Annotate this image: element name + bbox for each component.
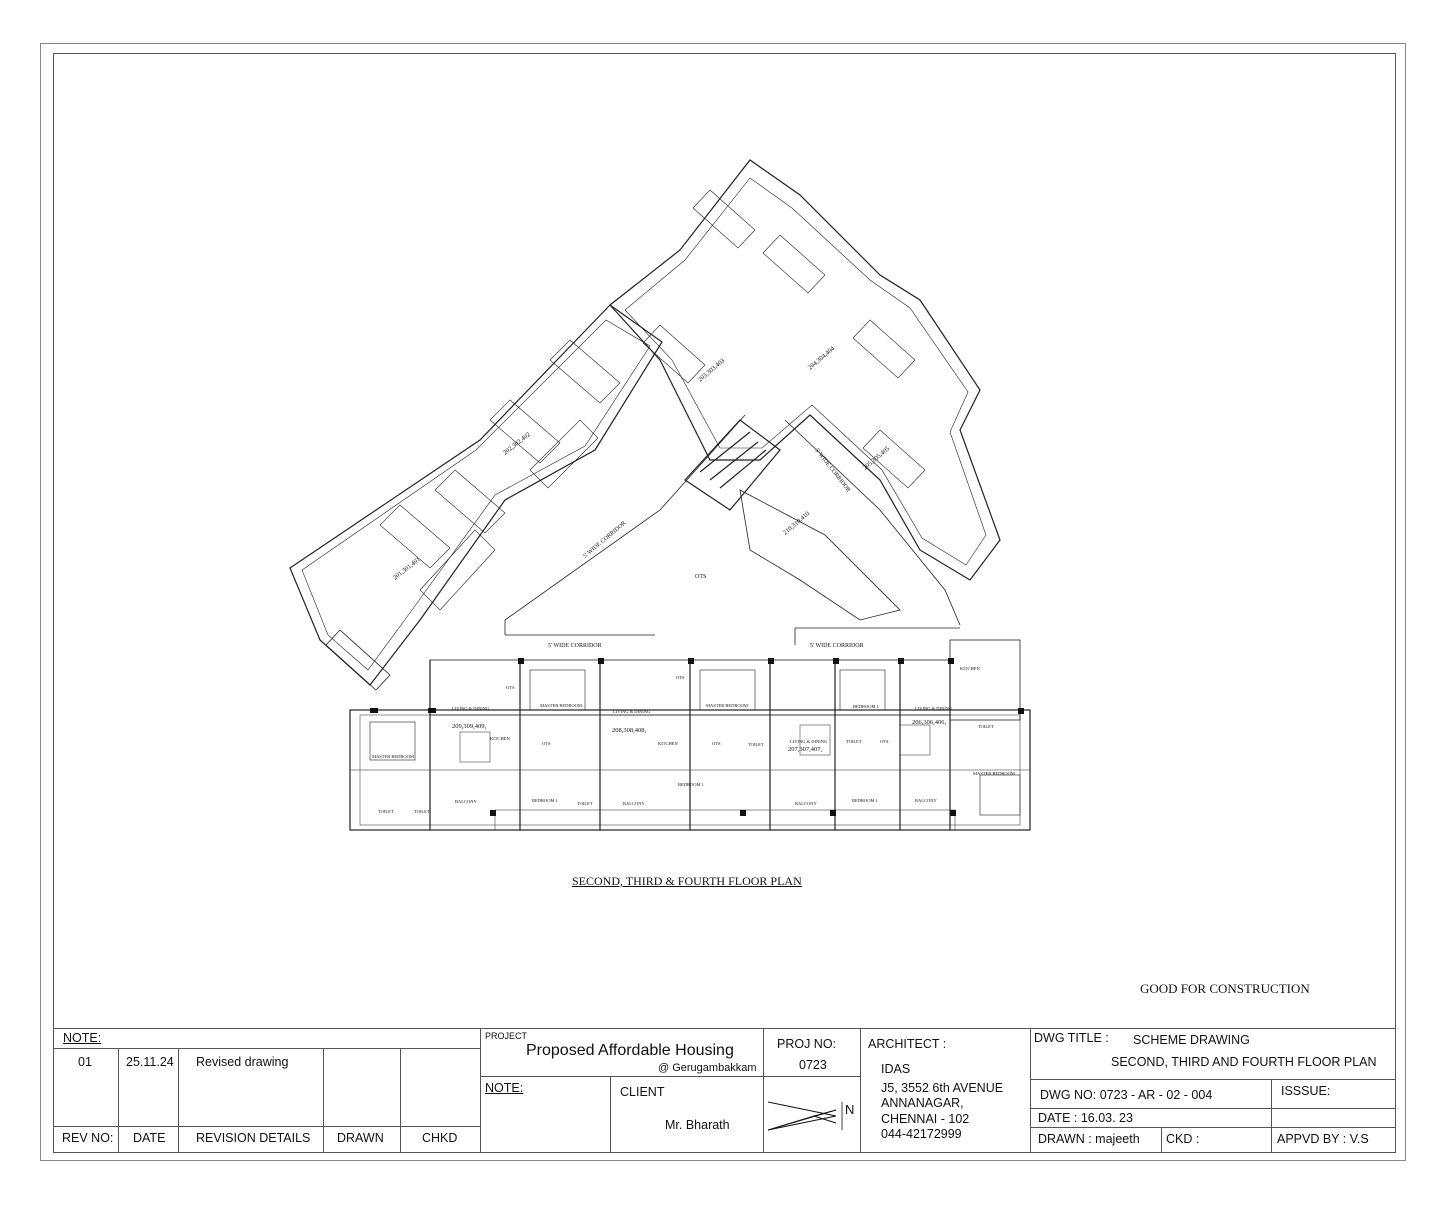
plan-title: SECOND, THIRD & FOURTH FLOOR PLAN (572, 874, 802, 888)
room-label: BALCONY (455, 799, 478, 804)
unit-label: 206,306,406, (912, 719, 947, 726)
room-label: BALCONY (915, 798, 938, 803)
client-label: CLIENT (620, 1085, 665, 1099)
dwg-drawn: DRAWN : majeeth (1038, 1132, 1140, 1146)
room-label: MASTER BEDROOM (540, 703, 582, 708)
room-label: KITCHEN (658, 741, 678, 746)
architect-name: IDAS (881, 1062, 911, 1076)
ots-center-label: OTS (695, 574, 706, 580)
title-block: NOTE: 01 25.11.24 Revised drawing REV NO… (53, 1028, 1396, 1153)
room-label: TOILET (978, 724, 994, 729)
dwg-title-1: SCHEME DRAWING (1133, 1033, 1250, 1047)
issue-label: ISSSUE: (1281, 1084, 1331, 1098)
room-label: OTS (712, 741, 721, 746)
room-label: TOILET (577, 801, 593, 806)
left-wing (289, 304, 663, 691)
project-label: PROJECT (485, 1031, 528, 1041)
unit-label: 207,307,407, (788, 746, 823, 753)
room-label: BEDROOM 1 (532, 798, 558, 803)
note-label: NOTE: (63, 1031, 102, 1045)
room-label: KITCHEN (490, 736, 510, 741)
col-drawn: DRAWN (337, 1131, 384, 1145)
room-label: BEDROOM 1 (678, 782, 704, 787)
ots-courtyard (504, 414, 961, 645)
project-location: @ Gerugambakkam (658, 1062, 757, 1074)
room-label: TOILET (414, 809, 430, 814)
construction-status: GOOD FOR CONSTRUCTION (1140, 981, 1310, 996)
unit-label: 201,301,401 (392, 556, 422, 582)
architect-label: ARCHITECT : (868, 1037, 947, 1051)
corridor-right-label: 5' WIDE CORRIDOR (813, 448, 851, 494)
note2-label: NOTE: (485, 1081, 524, 1095)
col-chkd: CHKD (422, 1131, 458, 1145)
room-label: TOILET (846, 739, 862, 744)
dwg-date: DATE : 16.03. 23 (1038, 1111, 1133, 1125)
dwg-title-2: SECOND, THIRD AND FOURTH FLOOR PLAN (1111, 1055, 1377, 1069)
rev-no-value: 01 (78, 1055, 92, 1069)
corridor-bottom-right-label: 5' WIDE CORRIDOR (810, 643, 864, 649)
room-label: KITCHEN (960, 666, 980, 671)
room-label: MASTER BEDROOM (973, 771, 1015, 776)
north-label: N (845, 1102, 855, 1117)
col-rev-no: REV NO: (62, 1131, 114, 1145)
room-label: OTS (542, 741, 551, 746)
stair-core (684, 419, 901, 621)
unit-label: 205,305,405 (862, 445, 891, 471)
unit-label: 202,302,402 (502, 431, 532, 457)
room-label: LIVING & DINING (613, 709, 651, 714)
corridor-bottom-left-label: 5' WIDE CORRIDOR (548, 643, 602, 649)
north-arrow-icon (767, 1101, 843, 1131)
right-wing (609, 159, 1001, 581)
rev-date-value: 25.11.24 (126, 1055, 174, 1069)
architect-phone: 044-42172999 (881, 1127, 962, 1141)
room-label: TOILET (748, 742, 764, 747)
project-name: Proposed Affordable Housing (526, 1042, 734, 1059)
floor-plan-svg: OTS 5' WIDE CORRIDOR 5' WIDE CORRIDOR 5'… (289, 159, 1031, 831)
architect-address-3: CHENNAI - 102 (881, 1112, 970, 1126)
room-label: BEDROOM 1 (852, 798, 878, 803)
architect-address-1: J5, 3552 6th AVENUE (881, 1081, 1004, 1095)
unit-label: 209,309,409, (452, 723, 487, 730)
client-name: Mr. Bharath (665, 1118, 730, 1132)
room-label: OTS (880, 739, 889, 744)
room-label: BALCONY (623, 801, 646, 806)
room-label: BEDROOM 1 (853, 704, 879, 709)
unit-label: 204,304,404 (807, 345, 837, 372)
rev-details-value: Revised drawing (196, 1055, 289, 1069)
dwg-no: DWG NO: 0723 - AR - 02 - 004 (1040, 1088, 1213, 1102)
proj-no-value: 0723 (799, 1058, 827, 1072)
room-label: MASTER BEDROOM (706, 703, 748, 708)
drawing-inner-frame (53, 53, 1396, 1153)
dwg-ckd: CKD : (1166, 1132, 1200, 1146)
dwg-title-label: DWG TITLE : (1034, 1031, 1109, 1045)
room-label: LIVING & DINING (790, 739, 828, 744)
floor-plan: OTS 5' WIDE CORRIDOR 5' WIDE CORRIDOR 5'… (280, 150, 1040, 850)
columns (370, 658, 1024, 816)
room-label: OTS (676, 675, 685, 680)
drawing-outer-frame (40, 43, 1406, 1161)
architect-address-2: ANNANAGAR, (881, 1096, 964, 1110)
col-revision-details: REVISION DETAILS (196, 1131, 311, 1145)
proj-no-label: PROJ NO: (777, 1037, 837, 1051)
room-label: BALCONY (795, 801, 818, 806)
room-label: LIVING & DINING (452, 706, 490, 711)
unit-label: 208,308,408, (612, 727, 647, 734)
room-label: TOILET (378, 809, 394, 814)
room-label: LIVING & DINING (915, 706, 953, 711)
room-label: MASTER BEDROOM (372, 754, 414, 759)
room-label: OTS (506, 685, 515, 690)
corridor-left-label: 5' WIDE CORRIDOR (582, 520, 627, 559)
dwg-appvd: APPVD BY : V.S (1277, 1132, 1369, 1146)
col-date: DATE (133, 1131, 166, 1145)
